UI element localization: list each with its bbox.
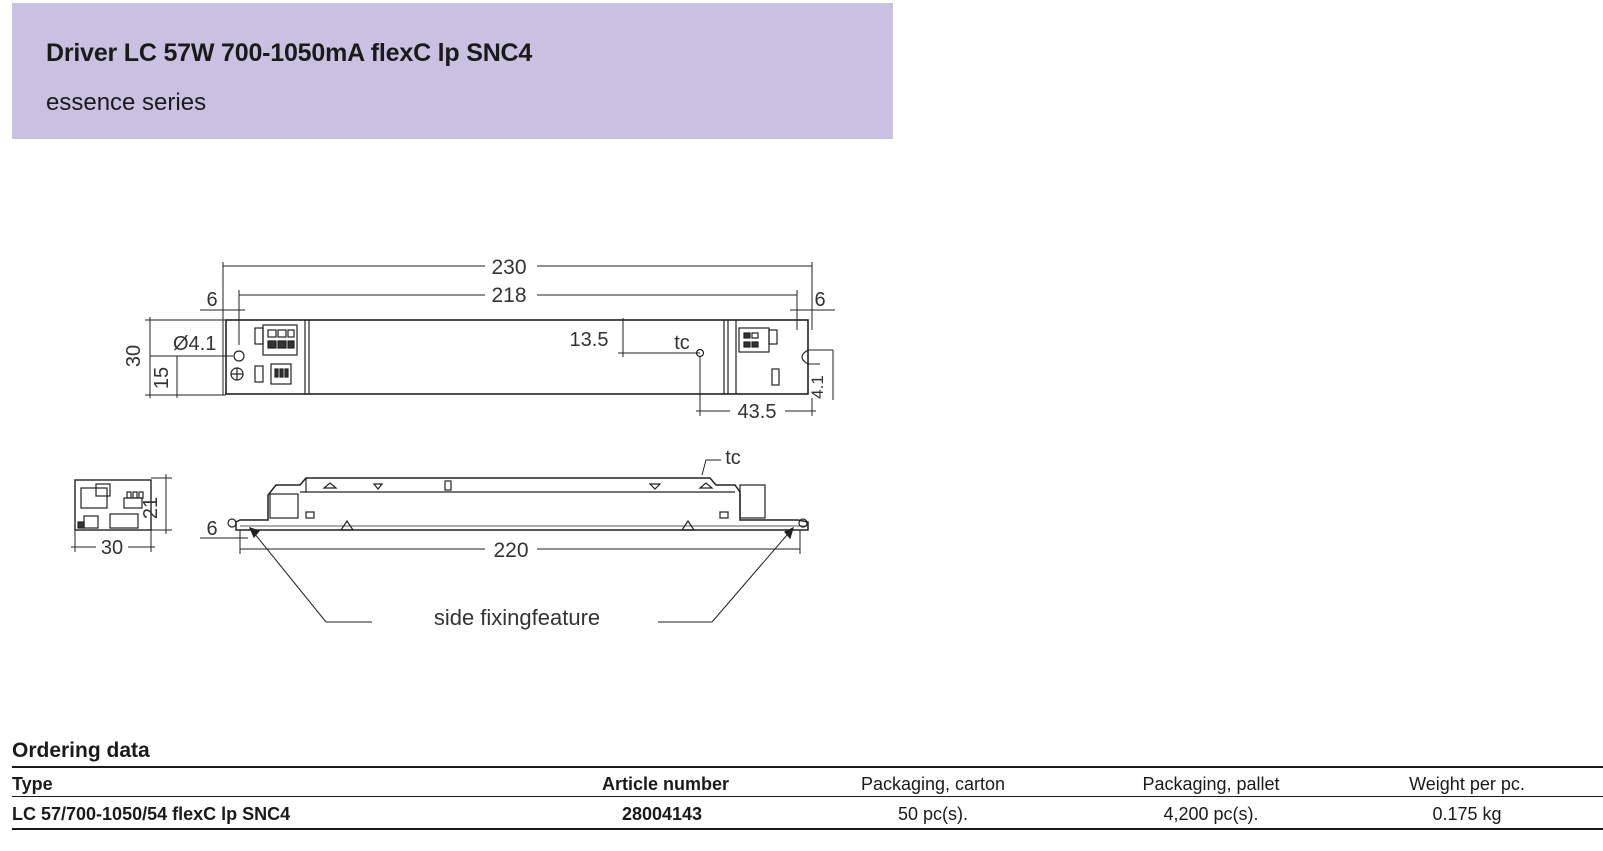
dim-right-offset: 6 xyxy=(814,289,825,311)
cell-article-number: 28004143 xyxy=(621,804,703,824)
product-title: Driver LC 57W 700-1050mA flexC lp SNC4 xyxy=(46,39,533,67)
dim-bottom-offset: 6 xyxy=(206,518,217,540)
dim-side-height: 21 xyxy=(140,497,162,519)
cell-packaging-pallet: 4,200 pc(s). xyxy=(1163,804,1259,824)
dim-bottom-length: 220 xyxy=(493,539,528,562)
dim-right-slot: 4.1 xyxy=(808,375,827,399)
column-header-pallet: Packaging, pallet xyxy=(1142,774,1280,794)
dim-tc-offset-x: 43.5 xyxy=(738,401,777,423)
dim-hole-spacing: 218 xyxy=(491,284,526,307)
dim-side-width: 30 xyxy=(101,537,123,559)
cell-packaging-carton: 50 pc(s). xyxy=(897,804,969,824)
column-header-carton: Packaging, carton xyxy=(860,774,1006,794)
table-row: LC 57/700-1050/54 flexC lp SNC4 28004143… xyxy=(12,798,1603,826)
table-header-row: Type Article number Packaging, carton Pa… xyxy=(12,768,1603,797)
dim-hole-height: 15 xyxy=(151,367,173,389)
dim-tc-offset-y: 13.5 xyxy=(570,329,609,351)
tc-label-front: tc xyxy=(725,447,741,469)
ordering-data-title: Ordering data xyxy=(12,739,150,762)
dim-total-length: 230 xyxy=(491,256,526,279)
product-header: Driver LC 57W 700-1050mA flexC lp SNC4 e… xyxy=(12,3,893,139)
tc-label-top: tc xyxy=(674,332,690,354)
side-fixing-note: side fixingfeature xyxy=(434,605,600,630)
column-header-article: Article number xyxy=(602,774,730,794)
cell-weight: 0.175 kg xyxy=(1432,804,1502,824)
column-header-weight: Weight per pc. xyxy=(1409,774,1525,794)
product-series: essence series xyxy=(46,89,207,116)
cell-type: LC 57/700-1050/54 flexC lp SNC4 xyxy=(12,804,291,824)
dim-height: 30 xyxy=(123,345,145,367)
ordering-table: Type Article number Packaging, carton Pa… xyxy=(12,766,1603,830)
technical-drawing: 230 218 6 6 4.1 30 15 Ø4.1 13.5 tc xyxy=(71,256,835,630)
column-header-type: Type xyxy=(12,774,53,794)
dim-hole-diameter: Ø4.1 xyxy=(173,333,216,355)
dim-left-offset: 6 xyxy=(206,289,217,311)
